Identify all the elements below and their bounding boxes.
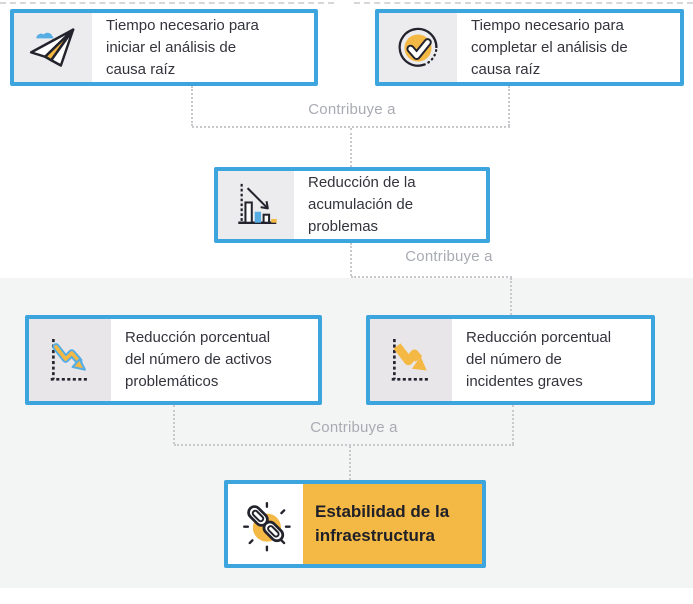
top-dashed-line-right [354, 2, 693, 4]
node-estabilidad-infraestructura: Estabilidad de la infraestructura [224, 480, 486, 568]
connector-line [173, 405, 175, 444]
connector-line [350, 128, 352, 167]
node-label: Estabilidad de la infraestructura [315, 502, 450, 545]
connector-line [349, 446, 351, 480]
connector-line [512, 405, 514, 444]
connector-line [351, 276, 512, 278]
connector-line [508, 86, 510, 126]
contribuye-a-label: Contribuye a [308, 101, 396, 118]
node-reduccion-acumulacion: Reducción de la acumulación de problemas [214, 167, 490, 243]
node-label-cell: Tiempo necesario para completar el análi… [457, 13, 680, 82]
node-label: Tiempo necesario para iniciar el análisi… [106, 16, 259, 78]
top-dashed-line-left [0, 2, 334, 4]
contribuye-a-label: Contribuye a [405, 248, 493, 265]
node-label-cell: Estabilidad de la infraestructura [303, 484, 482, 564]
connector-line [174, 444, 514, 446]
node-tiempo-completar-rca: Tiempo necesario para completar el análi… [375, 9, 684, 86]
node-tiempo-iniciar-rca: Tiempo necesario para iniciar el análisi… [10, 9, 318, 86]
connector-line [192, 126, 510, 128]
paper-plane-icon [14, 13, 92, 82]
node-reduccion-incidentes: Reducción porcentual del número de incid… [366, 315, 655, 405]
node-label-cell: Tiempo necesario para iniciar el análisi… [92, 13, 314, 82]
chain-link-icon [228, 484, 303, 564]
node-reduccion-activos: Reducción porcentual del número de activ… [25, 315, 322, 405]
node-label-cell: Reducción porcentual del número de incid… [452, 319, 651, 401]
node-label: Reducción porcentual del número de activ… [125, 329, 272, 390]
connector-line [510, 278, 512, 315]
node-label-cell: Reducción de la acumulación de problemas [294, 171, 486, 239]
contribuye-a-label: Contribuye a [310, 419, 398, 436]
declining-bar-chart-icon [218, 171, 294, 239]
connector-line [350, 243, 352, 276]
connector-line [191, 86, 193, 126]
check-circle-icon [379, 13, 457, 82]
declining-line-chart-icon [29, 319, 111, 401]
node-label: Reducción porcentual del número de incid… [466, 329, 612, 390]
node-label-cell: Reducción porcentual del número de activ… [111, 319, 318, 401]
declining-arrow-chart-icon [370, 319, 452, 401]
node-label: Tiempo necesario para completar el análi… [471, 16, 628, 78]
node-label: Reducción de la acumulación de problemas [308, 174, 416, 235]
